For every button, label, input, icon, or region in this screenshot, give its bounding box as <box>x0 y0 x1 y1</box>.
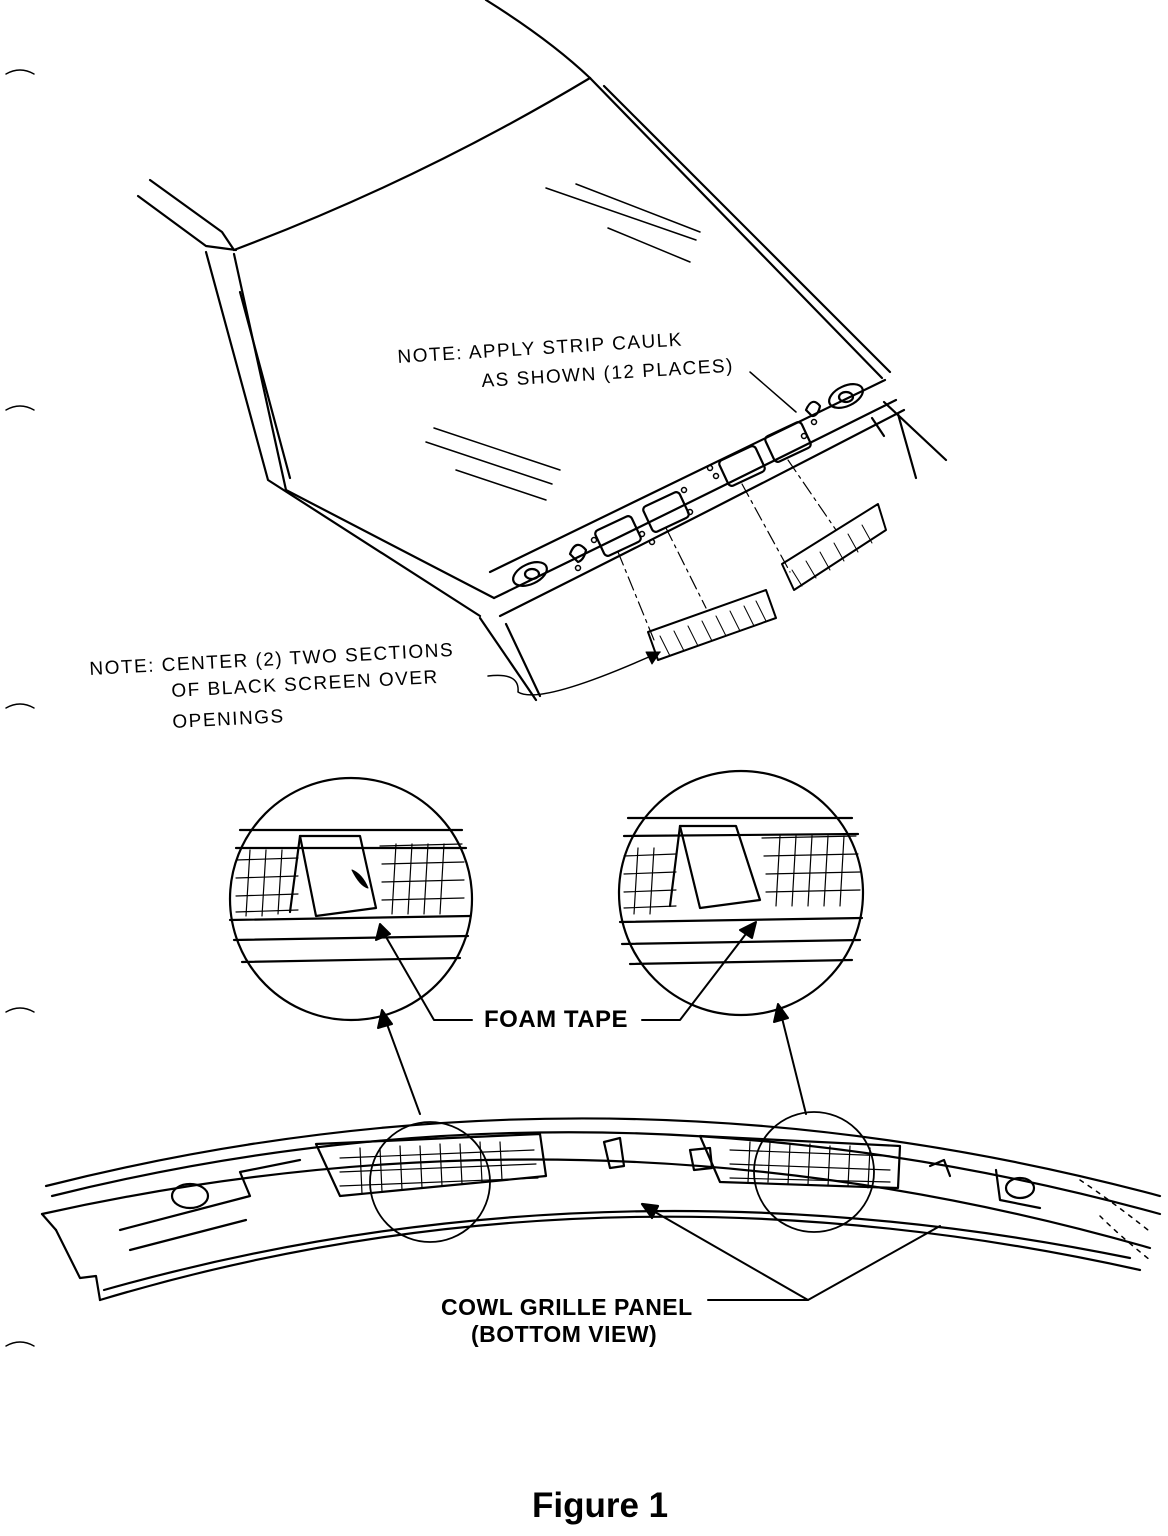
grille-window-hatch <box>339 1141 891 1195</box>
cowl-grille-panel <box>40 1111 1162 1302</box>
detail-circle-left <box>228 776 474 1022</box>
cowl-panel-label: COWL GRILLE PANEL <box>441 1294 693 1320</box>
screen-hatch-right <box>791 524 873 587</box>
figure-caption: Figure 1 <box>532 1486 669 1525</box>
detail-circle-right <box>617 769 865 1017</box>
binder-hole-marks <box>5 69 35 1347</box>
foam-tape-leaders <box>375 921 807 1115</box>
screen-hatch-left <box>659 600 767 657</box>
car-front-view <box>136 0 948 702</box>
cowl-panel-view-label: (BOTTOM VIEW) <box>471 1321 658 1347</box>
foam-tape-label: FOAM TAPE <box>484 1006 629 1033</box>
